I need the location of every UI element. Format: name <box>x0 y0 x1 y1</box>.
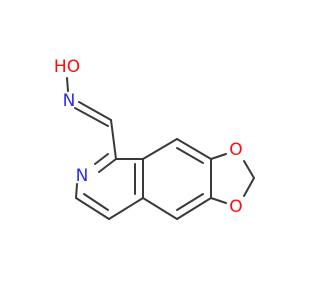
bond-c3-c4 <box>75 197 110 220</box>
bond-ch2-o-lower <box>243 177 255 197</box>
bond-n-ch <box>78 101 112 121</box>
bond-o-lower-c3a <box>210 197 227 204</box>
ring-nitrogen-label: N <box>76 166 89 186</box>
bond-o-upper-ch2 <box>243 160 255 179</box>
bond-c1-n2 <box>98 158 117 173</box>
bond-c4-c4a <box>108 197 144 220</box>
bond-c3a-c5-double <box>176 193 204 211</box>
bond-c8a-c8 <box>142 138 178 160</box>
bond-c8-c7a-double <box>176 147 204 164</box>
dioxole-oxygen-lower-label: O <box>229 197 242 217</box>
structure-diagram: HO N N O O <box>54 57 255 220</box>
bond-c3a-c5 <box>176 197 212 220</box>
bond-c3-c4-double <box>83 193 109 211</box>
oxime-nitrogen-label: N <box>63 91 76 111</box>
bond-ch-c1 <box>110 119 117 160</box>
dioxole-oxygen-upper-label: O <box>229 140 242 160</box>
bond-n-ch-double <box>74 107 109 127</box>
hydroxyl-label: HO <box>54 57 80 77</box>
bond-n2-c3 <box>75 183 78 199</box>
bond-c5-c4a <box>142 197 178 220</box>
bond-o-n <box>66 77 69 92</box>
molecule-canvas: HO N N O O <box>53 57 255 220</box>
bond-c7a-o-upper <box>210 153 227 160</box>
bond-c1-n2-double <box>94 153 109 165</box>
bond-c8-c7a <box>176 138 212 160</box>
